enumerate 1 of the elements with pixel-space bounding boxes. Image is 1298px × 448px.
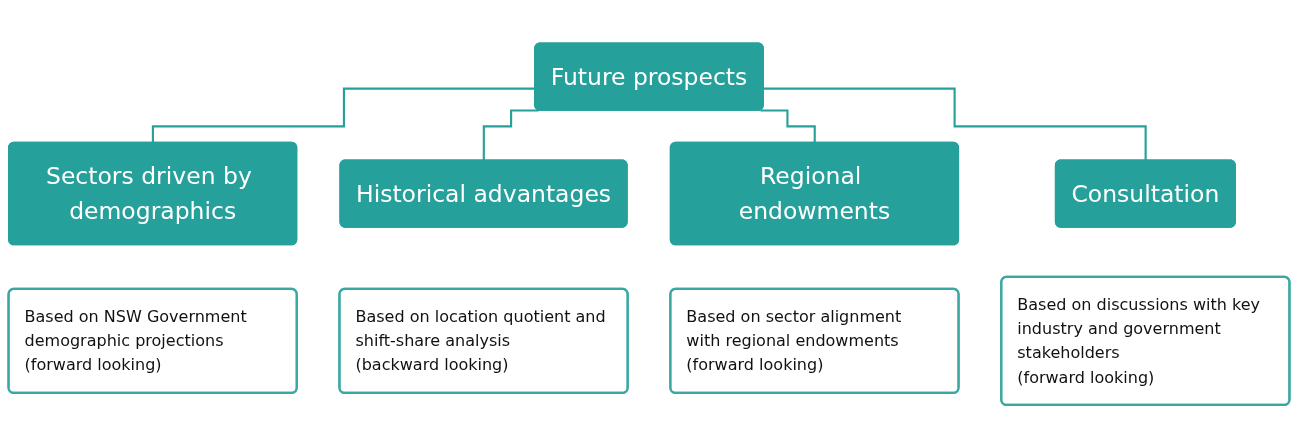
connector	[760, 109, 817, 144]
